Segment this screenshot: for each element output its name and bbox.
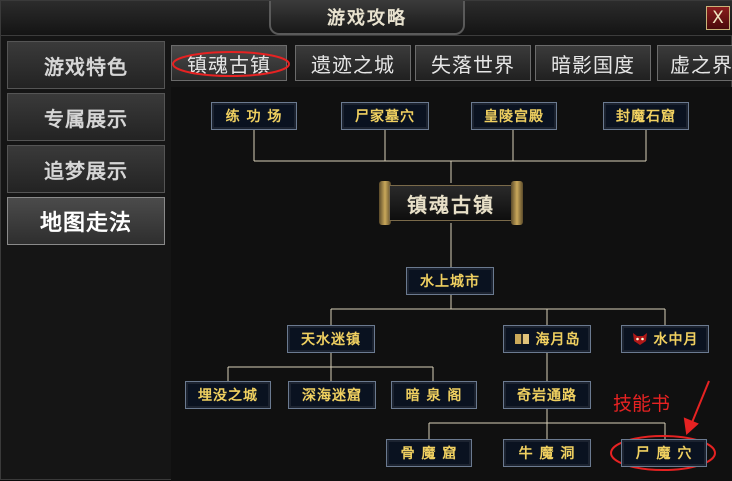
target-highlight-circle (610, 435, 716, 471)
node-anquan-pavilion[interactable]: 暗 泉 阁 (391, 381, 477, 409)
node-qiyan-path[interactable]: 奇岩通路 (503, 381, 591, 409)
book-icon (514, 332, 530, 346)
skill-book-annotation: 技能书 (613, 393, 671, 415)
center-town-label: 镇魂古镇 (389, 185, 513, 221)
annotation-arrow (683, 380, 710, 435)
sidebar-item-dream[interactable]: 追梦展示 (7, 145, 165, 193)
node-shenhai-cave[interactable]: 深海迷窟 (288, 381, 376, 409)
node-fengmo-cave[interactable]: 封魔石窟 (603, 102, 689, 130)
tab-highlight-circle (172, 51, 290, 77)
title-plate: 游戏攻略 (269, 1, 465, 35)
tab-lost-world[interactable]: 失落世界 (415, 45, 531, 81)
tab-void-realm[interactable]: 虚之界 (657, 45, 732, 81)
node-lianggong-field[interactable]: 练 功 场 (211, 102, 297, 130)
node-haiyue-island[interactable]: 海月岛 (503, 325, 591, 353)
node-tianshui-town[interactable]: 天水迷镇 (287, 325, 375, 353)
sidebar: 游戏特色 专属展示 追梦展示 地图走法 (7, 41, 167, 249)
node-shuizhong-moon[interactable]: 水中月 (621, 325, 709, 353)
title-bar: 游戏攻略 X (1, 1, 732, 36)
window-title: 游戏攻略 (327, 8, 407, 29)
node-maimo-city[interactable]: 埋没之城 (185, 381, 271, 409)
tab-ruins-city[interactable]: 遗迹之城 (295, 45, 411, 81)
close-button[interactable]: X (706, 6, 730, 30)
sidebar-item-features[interactable]: 游戏特色 (7, 41, 165, 89)
node-shijia-tomb[interactable]: 尸家墓穴 (341, 102, 429, 130)
tab-shadow-realm[interactable]: 暗影国度 (535, 45, 651, 81)
demon-mask-icon (632, 332, 648, 346)
node-shuizhong-label: 水中月 (653, 332, 699, 348)
node-gumo-cave[interactable]: 骨 魔 窟 (386, 439, 472, 467)
node-haiyue-label: 海月岛 (535, 332, 581, 348)
sidebar-item-exclusive[interactable]: 专属展示 (7, 93, 165, 141)
node-huangling-palace[interactable]: 皇陵宫殿 (471, 102, 557, 130)
node-niumo-cave[interactable]: 牛 魔 洞 (503, 439, 591, 467)
center-town-banner: 镇魂古镇 (379, 181, 523, 225)
node-water-city[interactable]: 水上城市 (406, 267, 494, 295)
sidebar-item-map-route[interactable]: 地图走法 (7, 197, 165, 245)
node-shimo-cave[interactable]: 尸 魔 穴 (621, 439, 707, 467)
